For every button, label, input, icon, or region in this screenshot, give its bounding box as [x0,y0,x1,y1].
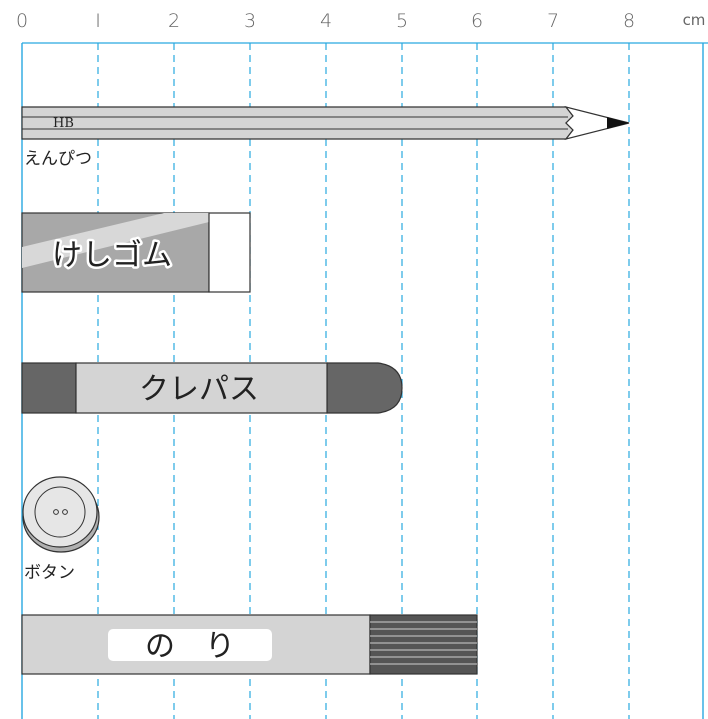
glue-cap-ridges [370,621,477,665]
eraser-label: けしゴム [52,238,172,273]
tick-label-7: 7 [547,10,559,32]
glue-label: の り [145,629,235,664]
glue-label-panel [108,629,272,661]
tick-label-2: 2 [168,10,180,32]
crayon-tip [326,362,403,414]
glue-illustration: の り [21,614,478,675]
ruler-tick-labels: 0 I 2 3 4 5 6 7 8 cm [16,10,705,32]
eraser-highlight-band [22,213,209,268]
crayon-end-cap [21,362,77,414]
button-illustration [22,476,100,553]
button-caption: ボタン [24,563,75,583]
glue-cap [369,614,478,675]
tick-label-1: I [95,10,101,32]
tick-label-4: 4 [320,10,332,32]
button-hole-right [62,509,68,515]
unit-label: cm [683,11,706,29]
crayon-label: クレパス [139,372,259,407]
crayon-label-wrap [75,362,328,414]
button-hole-left [53,509,59,515]
tick-label-0: 0 [16,10,28,32]
tick-label-8: 8 [623,10,635,32]
eraser-illustration: けしゴム [21,212,251,293]
pencil-caption: えんぴつ [24,149,92,169]
pencil-illustration: HB [21,105,630,141]
tick-label-3: 3 [244,10,256,32]
button-inner-ring [34,486,86,538]
pencil-body [21,106,574,140]
eraser-exposed-rubber [208,212,251,293]
tick-label-5: 5 [396,10,408,32]
crayon-illustration: クレパス [21,362,403,414]
pencil-hb-marking: HB [53,116,74,131]
pencil-lead-tip [607,117,629,129]
tick-label-6: 6 [471,10,483,32]
